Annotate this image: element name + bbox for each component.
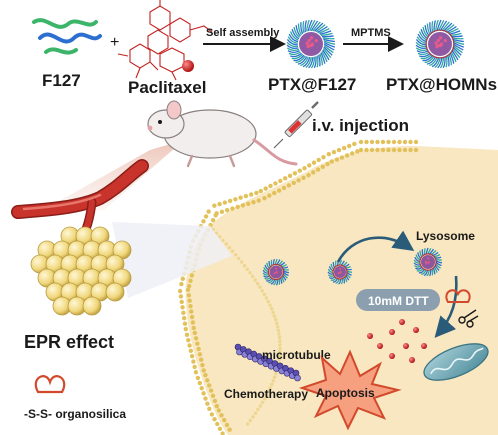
tissue-magnification-beam bbox=[40, 140, 184, 212]
lysosome-release-arrow bbox=[434, 275, 458, 338]
injection-label: i.v. injection bbox=[312, 116, 409, 135]
disulfide-legend-icon bbox=[34, 375, 66, 394]
nanoparticle-in-cell-2 bbox=[327, 259, 353, 285]
disulfide-bond-icon-cell bbox=[445, 289, 471, 303]
syringe-icon bbox=[273, 101, 319, 149]
paclitaxel-molecule-icon bbox=[117, 0, 213, 81]
mptms-label: MPTMS bbox=[351, 27, 391, 39]
plus-sign: + bbox=[110, 34, 119, 51]
epr-effect-label: EPR effect bbox=[24, 332, 114, 352]
mitochondrion-icon bbox=[423, 343, 489, 381]
f127-polymer-icon bbox=[32, 18, 102, 55]
dtt-label: 10mM DTT bbox=[368, 294, 429, 308]
dtt-badge bbox=[356, 289, 440, 311]
drug-molecule-dot bbox=[182, 60, 194, 72]
lysosome-nanoparticle bbox=[413, 247, 443, 277]
ptx-f127-micelle-icon bbox=[286, 19, 336, 69]
tumor-cluster-icon bbox=[30, 226, 132, 316]
chemotherapy-label: Chemotherapy bbox=[224, 387, 308, 401]
apoptosis-burst bbox=[298, 349, 402, 431]
tumor-to-cell-beam bbox=[112, 222, 232, 298]
paclitaxel-label: Paclitaxel bbox=[128, 78, 206, 97]
endocytosis-arrow bbox=[336, 230, 415, 263]
nanoparticle-in-cell-1 bbox=[262, 258, 290, 286]
scissors-icon bbox=[458, 309, 479, 328]
ptx-homns-nanoparticle-icon bbox=[415, 19, 465, 69]
lysosome-label: Lysosome bbox=[416, 229, 475, 243]
f127-label: F127 bbox=[42, 71, 81, 90]
self-assembly-label: Self assembly bbox=[206, 27, 280, 39]
released-drug-dots bbox=[367, 319, 427, 363]
cell-membrane-bilayer bbox=[177, 139, 419, 435]
microtubule-label: microtubule bbox=[262, 348, 331, 362]
ptx-homns-label: PTX@HOMNs bbox=[386, 75, 497, 94]
disulfide-legend-label: -S-S- organosilica bbox=[24, 407, 126, 421]
ptx-f127-label: PTX@F127 bbox=[268, 75, 356, 94]
microtubule-icon bbox=[234, 343, 301, 382]
apoptosis-label: Apoptosis bbox=[316, 386, 375, 400]
mouse-icon bbox=[147, 100, 298, 168]
